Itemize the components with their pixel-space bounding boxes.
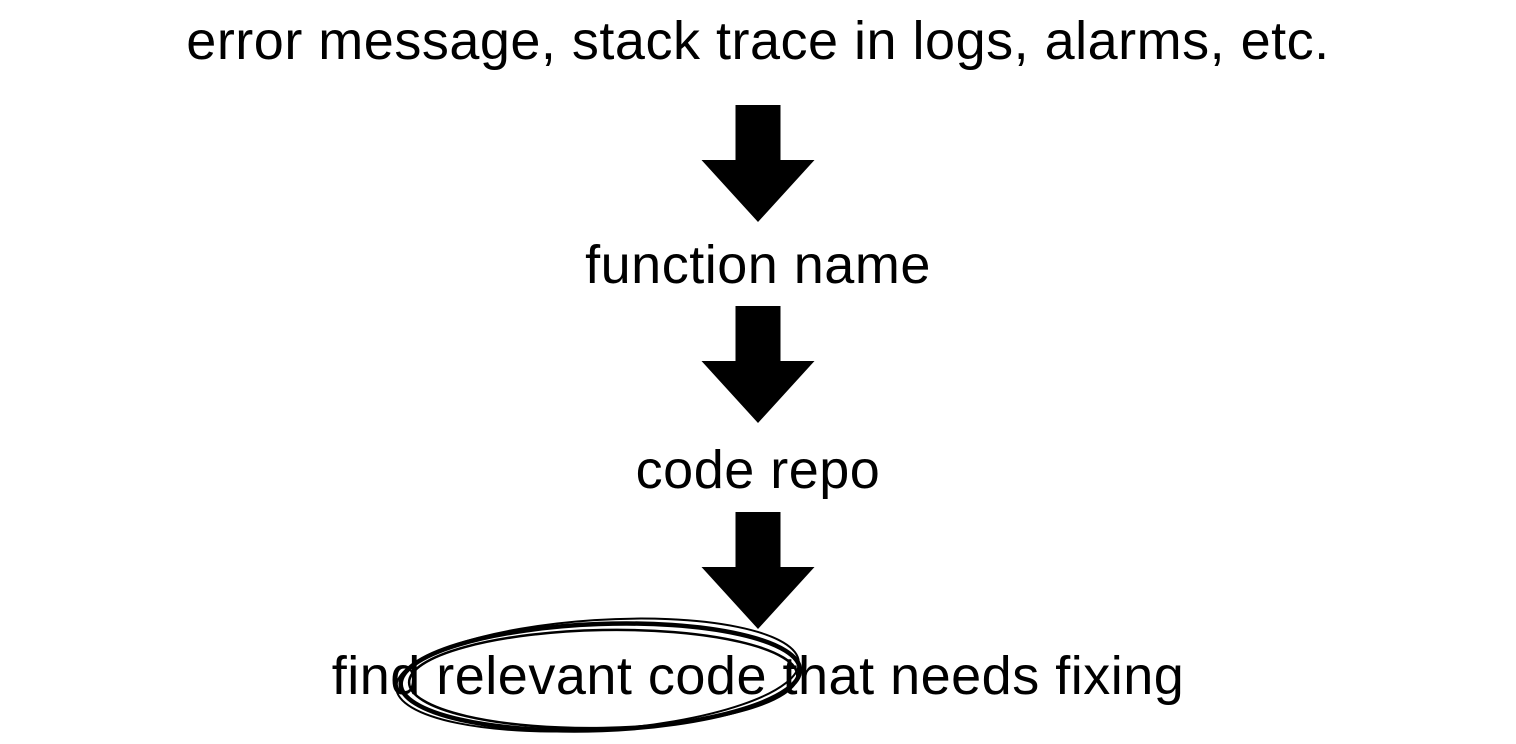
goal-suffix: that needs fixing: [767, 646, 1185, 706]
step-label-goal: find relevant code that needs fixing: [0, 649, 1516, 703]
goal-circled-text: relevant code: [436, 646, 767, 706]
goal-circled-phrase: relevant code: [436, 649, 767, 703]
step-label-code-repo: code repo: [635, 440, 881, 500]
goal-prefix: find: [331, 646, 437, 706]
down-arrow-icon: [701, 105, 815, 222]
step-label-function-name: function name: [585, 235, 931, 295]
down-arrow-icon: [701, 512, 815, 629]
down-arrow-icon: [701, 306, 815, 423]
step-label-inputs: error message, stack trace in logs, alar…: [186, 11, 1330, 71]
